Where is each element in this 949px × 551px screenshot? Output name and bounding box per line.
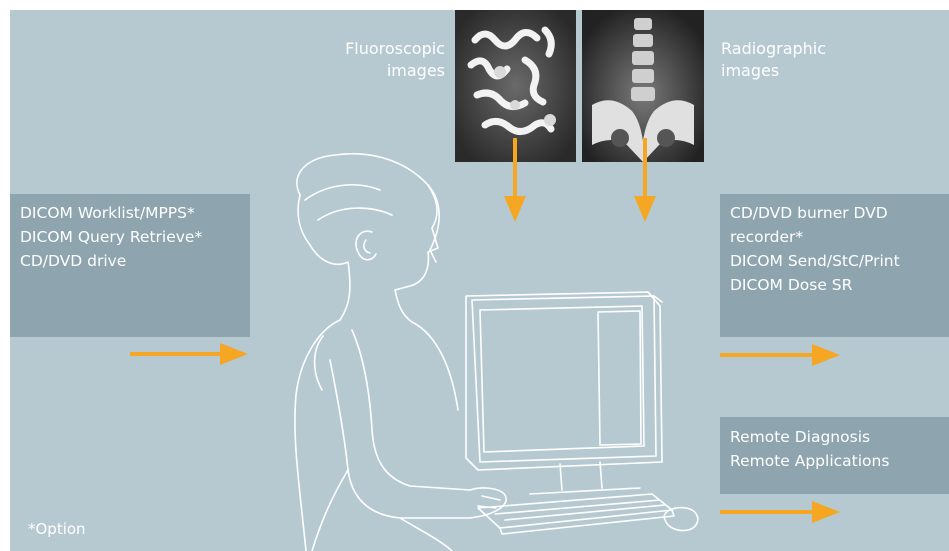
- workflow-diagram: Fluoroscopic images Radiographic images …: [0, 0, 949, 551]
- operator-workstation-illustration: [0, 0, 949, 551]
